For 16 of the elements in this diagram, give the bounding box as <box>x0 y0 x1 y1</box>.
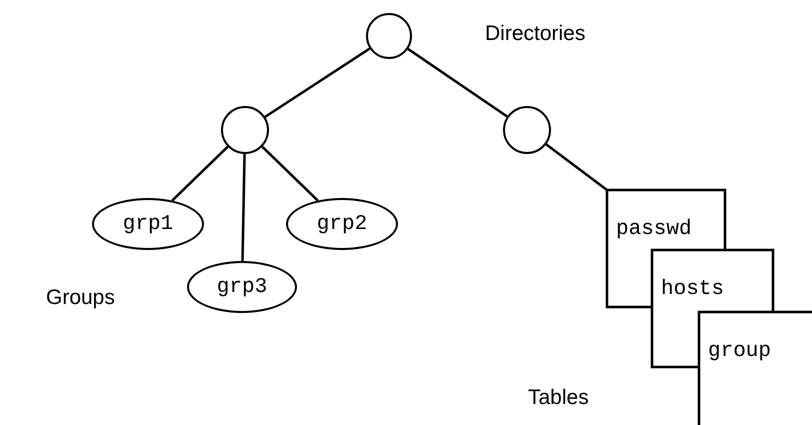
node-label: grp3 <box>216 276 268 298</box>
node-label: grp2 <box>316 212 368 236</box>
node-label: grp1 <box>122 212 174 236</box>
connector-line <box>241 154 246 262</box>
section-label: Directories <box>485 22 586 46</box>
table-name: hosts <box>661 278 724 301</box>
directory-circle <box>503 106 551 154</box>
directory-circle <box>366 13 412 59</box>
section-label: Tables <box>528 386 589 410</box>
directory-circle <box>221 106 269 154</box>
section-label: Groups <box>46 286 115 310</box>
connector-line <box>407 48 508 118</box>
connector-line <box>264 48 370 118</box>
table-name: group <box>708 340 772 363</box>
connector-line <box>545 143 608 191</box>
table-name: passwd <box>616 218 692 241</box>
